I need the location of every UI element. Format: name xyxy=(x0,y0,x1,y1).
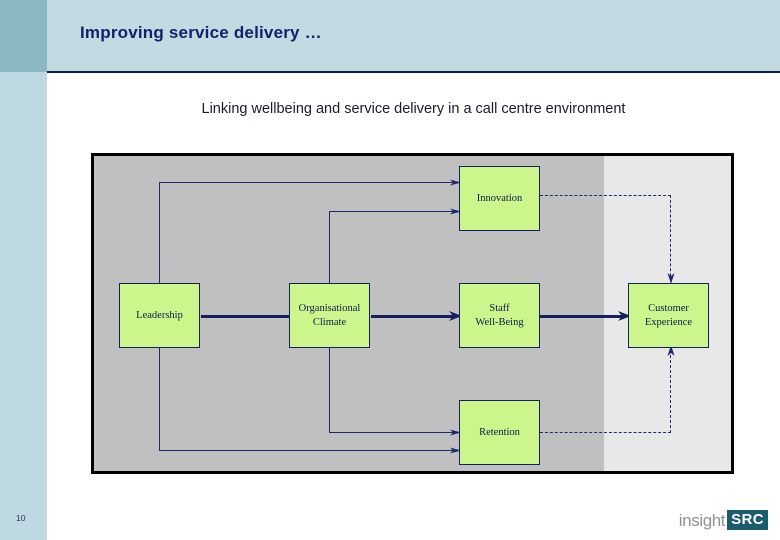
brand-logo-mark: SRC xyxy=(727,510,768,530)
connector-leadership-to-retention-horizontal xyxy=(159,450,459,451)
brand-logo-word: insight xyxy=(678,510,726,530)
node-staff-wellbeing[interactable]: Staff Well-Being xyxy=(459,283,540,348)
arrowhead-into-innovation-lower xyxy=(450,205,464,218)
node-customer-experience[interactable]: Customer Experience xyxy=(628,283,709,348)
node-customer-experience-label-line2: Experience xyxy=(644,316,693,328)
node-staff-wellbeing-label-line1: Staff xyxy=(489,303,510,315)
node-innovation-label: Innovation xyxy=(476,192,523,204)
connector-leadership-up-vertical xyxy=(159,182,160,286)
header-band xyxy=(47,0,780,72)
arrowhead-into-retention-upper xyxy=(450,426,464,439)
connector-leadership-to-innovation-horizontal xyxy=(159,182,459,183)
arrowhead-into-staff xyxy=(449,308,465,324)
arrowhead-into-innovation-upper xyxy=(450,176,464,189)
sidebar-accent-bar xyxy=(0,0,47,540)
node-retention-label: Retention xyxy=(479,426,520,438)
node-organisational-climate-label-line2: Climate xyxy=(312,316,347,328)
node-customer-experience-label-line1: Customer xyxy=(648,303,689,315)
connector-leadership-down-vertical xyxy=(159,348,160,450)
connector-innovation-to-customer-horizontal xyxy=(540,195,671,196)
node-retention[interactable]: Retention xyxy=(459,400,540,465)
connector-leadership-to-climate xyxy=(201,315,319,318)
connector-climate-to-retention-horizontal xyxy=(329,432,459,433)
node-staff-wellbeing-label-line2: Well-Being xyxy=(475,316,524,328)
arrowhead-customer-top-dashed xyxy=(665,273,677,287)
page-title: Improving service delivery … xyxy=(80,23,322,42)
slide-subtitle: Linking wellbeing and service delivery i… xyxy=(201,101,626,117)
connector-climate-to-innovation-horizontal xyxy=(329,211,459,212)
connector-climate-down-vertical xyxy=(329,348,330,432)
slide-number: 10 xyxy=(16,513,26,523)
node-organisational-climate-label-line1: Organisational xyxy=(298,303,361,315)
arrowhead-into-customer xyxy=(618,308,634,324)
arrowhead-customer-bottom-dashed xyxy=(665,342,677,356)
brand-logo: insight SRC xyxy=(679,509,768,531)
connector-climate-to-staff xyxy=(371,315,457,318)
connector-innovation-to-customer-vertical xyxy=(670,195,671,281)
node-innovation[interactable]: Innovation xyxy=(459,166,540,231)
node-leadership[interactable]: Leadership xyxy=(119,283,200,348)
connector-retention-to-customer-horizontal xyxy=(540,432,671,433)
node-leadership-label: Leadership xyxy=(136,309,183,321)
node-organisational-climate[interactable]: Organisational Climate xyxy=(289,283,370,348)
arrowhead-into-retention-lower xyxy=(450,444,464,457)
service-delivery-diagram: Leadership Organisational Climate Innova… xyxy=(91,153,734,474)
connector-staff-to-customer xyxy=(540,315,626,318)
connector-climate-up-vertical xyxy=(329,211,330,286)
header-divider-rule xyxy=(47,71,780,73)
connector-retention-to-customer-vertical xyxy=(670,350,671,433)
sidebar-accent-block xyxy=(0,0,47,72)
